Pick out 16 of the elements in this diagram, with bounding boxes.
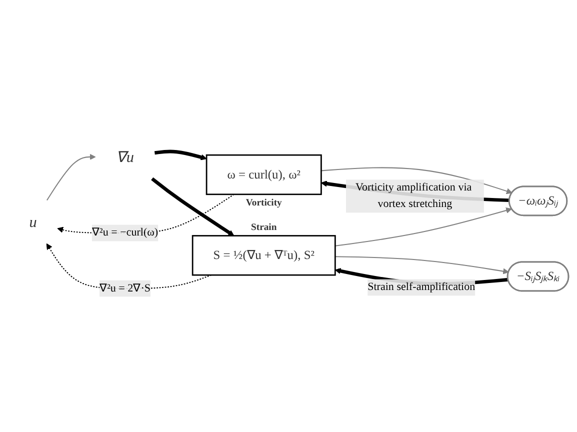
edge-label: ∇²u = 2∇·S <box>100 282 151 294</box>
arrow <box>151 177 234 236</box>
node-text: u <box>29 213 37 231</box>
node-text: ∇u <box>116 148 134 166</box>
arrow <box>335 207 512 246</box>
edge-label: Vorticity amplification via vortex stretching <box>355 182 472 210</box>
node-box: ω = curl(u), ω² <box>206 154 322 196</box>
edge-label: Strain self-amplification <box>368 281 476 293</box>
node-caption: Strain <box>251 222 277 234</box>
node-box: S = ½(∇u + ∇ᵀu), S² <box>192 235 336 276</box>
arrow <box>154 150 207 160</box>
arrow <box>46 154 96 200</box>
edge-label: ∇²u = −curl(ω) <box>92 226 158 238</box>
arrow <box>335 256 509 274</box>
arrow <box>321 167 512 194</box>
node-caption: Vorticity <box>246 197 282 208</box>
